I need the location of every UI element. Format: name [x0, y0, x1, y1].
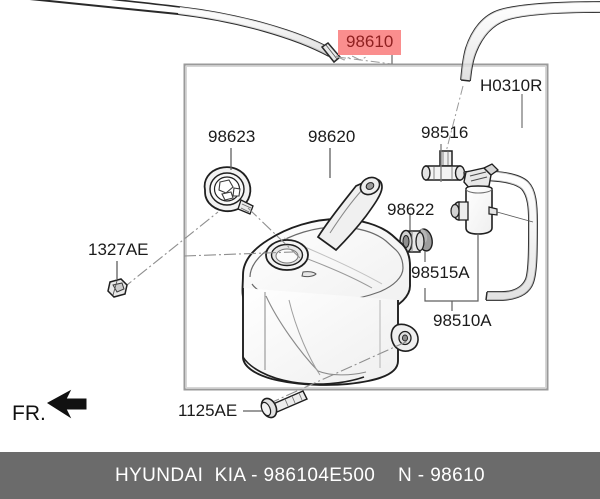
part-washer-hose-98610 — [29, 0, 342, 64]
part-nut-1327AE — [107, 261, 128, 298]
callout-1327ae: 1327AE — [88, 240, 149, 259]
front-direction-label: FR. — [12, 402, 46, 425]
callout-98610: 98610 — [338, 30, 402, 55]
part-bolt-1125AE — [243, 390, 308, 419]
callout-98623: 98623 — [208, 127, 256, 146]
callout-98622: 98622 — [387, 200, 435, 219]
footer-bar: HYUNDAI KIA - 986104E500 N - 98610 — [0, 452, 600, 499]
part-washer-pump-98510A — [424, 163, 534, 311]
callout-1125ae: 1125AE — [178, 401, 238, 420]
front-arrow-icon — [47, 389, 87, 419]
callout-98516: 98516 — [421, 123, 469, 142]
assembly-centerlines — [121, 207, 409, 405]
part-upper-hose-branch — [445, 1, 600, 153]
footer-part-number-text: HYUNDAI KIA - 986104E500 N - 98610 — [114, 464, 486, 486]
part-reservoir-cap-98623 — [203, 148, 254, 215]
callout-h0310r: H0310R — [480, 76, 543, 95]
callout-98515a: 98515A — [411, 263, 470, 282]
callout-98510a: 98510A — [433, 311, 492, 330]
part-reservoir-98620 — [241, 148, 419, 386]
callout-98620: 98620 — [308, 127, 356, 146]
part-hose-H0310R — [463, 94, 538, 301]
part-tee-connector-98516 — [421, 144, 466, 182]
diagram-frame — [183, 63, 549, 391]
